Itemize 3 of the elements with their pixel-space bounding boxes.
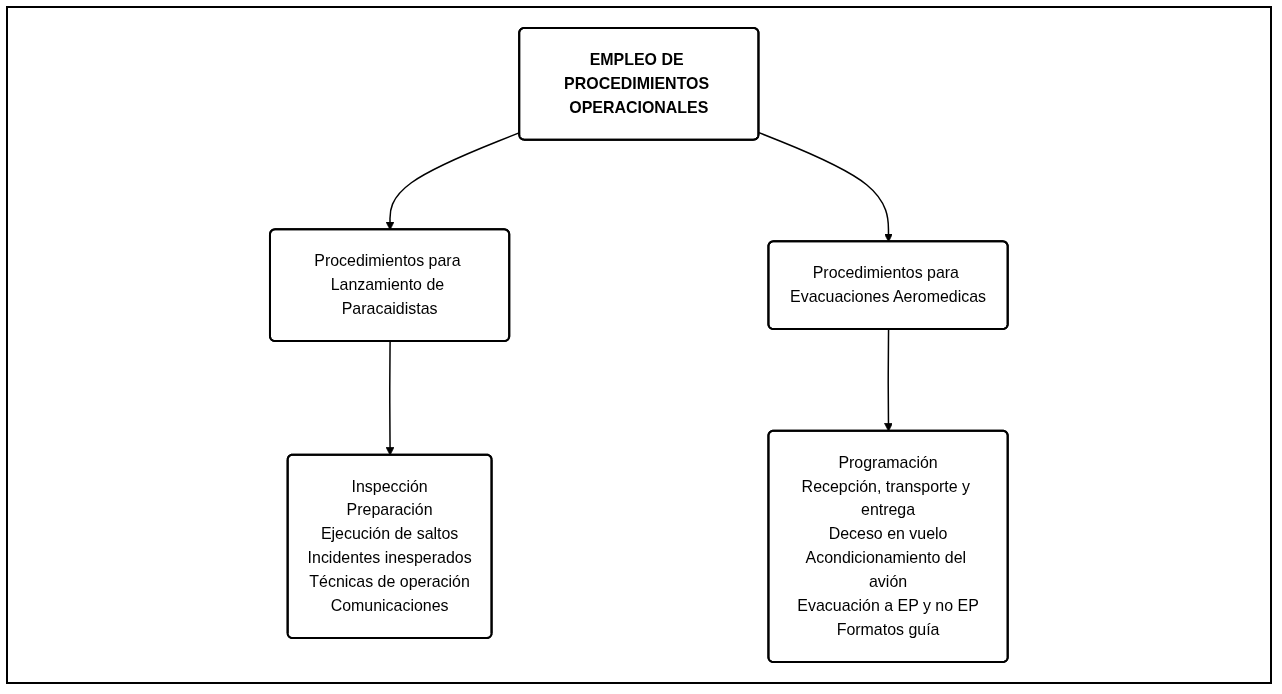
arrow [385,340,395,456]
arrow [884,328,893,432]
arrow [758,131,894,243]
